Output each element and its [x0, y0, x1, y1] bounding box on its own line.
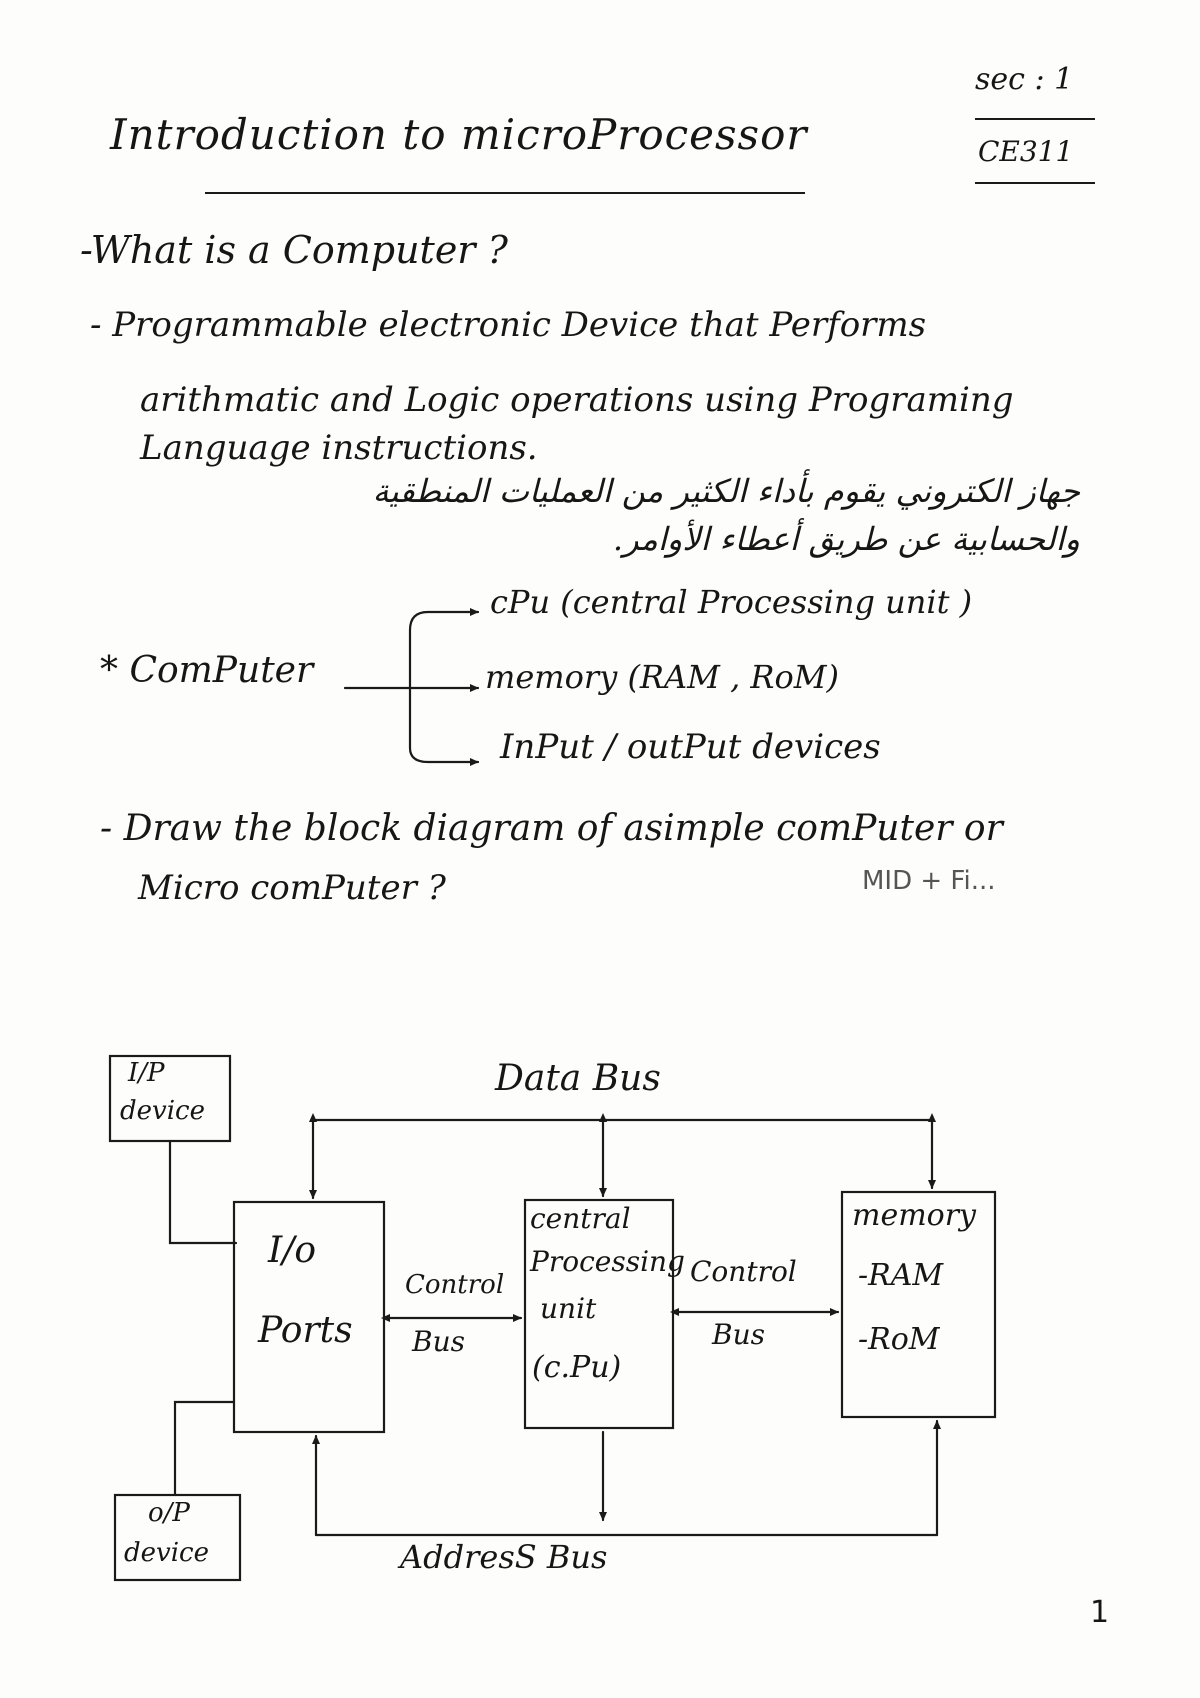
component-cpu: cPu (central Processing unit )	[490, 583, 973, 621]
arabic-definition-line-2: والحسابية عن طريق أعطاء الأوامر.	[612, 520, 1080, 558]
computer-label: * ComPuter	[100, 650, 314, 691]
memory-box	[840, 1190, 997, 1419]
course-code: CE311	[978, 135, 1074, 168]
component-io-devices: InPut / outPut devices	[500, 727, 881, 767]
exam-note: MID + Fi...	[862, 866, 996, 896]
memory-label-1: memory	[852, 1198, 976, 1233]
brace-top	[408, 608, 480, 690]
cpu-label-1: central	[530, 1202, 631, 1235]
op-device-label-1: o/P	[148, 1498, 190, 1528]
title-underline	[205, 192, 805, 194]
io-ports-label-2: Ports	[258, 1310, 353, 1351]
definition-line-1: - Programmable electronic Device that Pe…	[90, 305, 927, 345]
ip-device-link	[168, 1139, 238, 1245]
control-bus-right-label-2: Bus	[712, 1318, 765, 1351]
io-ports-label-1: I/o	[268, 1230, 317, 1271]
course-underline	[975, 182, 1095, 184]
brace-bottom	[408, 686, 480, 766]
section-label: sec : 1	[975, 62, 1074, 97]
memory-label-3: -RoM	[858, 1322, 940, 1357]
cpu-label-4: (c.Pu)	[532, 1350, 622, 1385]
op-device-link	[173, 1400, 236, 1497]
definition-line-3: Language instructions.	[140, 428, 538, 468]
definition-line-2: arithmatic and Logic operations using Pr…	[140, 380, 1014, 420]
question-what-is-computer: -What is a Computer ?	[80, 228, 508, 272]
control-bus-left-label-1: Control	[405, 1270, 505, 1300]
cpu-label-3: unit	[540, 1292, 597, 1325]
control-bus-right-label-1: Control	[690, 1255, 797, 1288]
cpu-label-2: Processing	[530, 1245, 685, 1278]
op-device-box	[113, 1493, 242, 1582]
component-memory: memory (RAM , RoM)	[485, 658, 840, 696]
page-title: Introduction to microProcessor	[110, 110, 808, 159]
memory-label-2: -RAM	[858, 1258, 944, 1293]
op-device-label-2: device	[124, 1538, 209, 1568]
ip-device-label-2: device	[120, 1096, 205, 1126]
page-number: 1	[1090, 1595, 1110, 1630]
address-bus-label: AddresS Bus	[400, 1538, 608, 1576]
data-bus-label: Data Bus	[495, 1058, 661, 1099]
ip-device-label-1: I/P	[128, 1058, 165, 1088]
question-block-diagram-line-2: Micro comPuter ?	[138, 868, 446, 908]
arabic-definition-line-1: جهاز الكتروني يقوم بأداء الكثير من العمل…	[372, 472, 1080, 510]
section-underline	[975, 118, 1095, 120]
control-bus-left-label-2: Bus	[412, 1325, 465, 1358]
question-block-diagram-line-1: - Draw the block diagram of asimple comP…	[100, 808, 1003, 849]
